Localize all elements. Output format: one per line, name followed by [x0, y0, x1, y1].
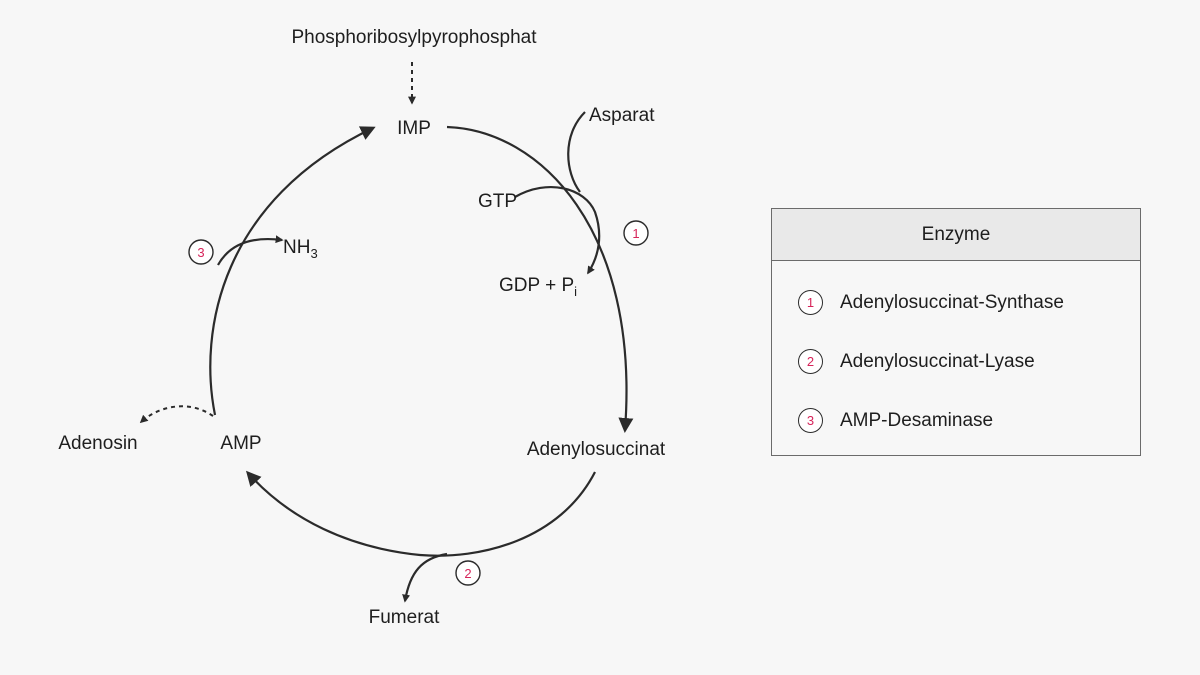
branch-fumerat-out: [402, 552, 448, 603]
legend-number: 1: [798, 290, 823, 315]
branch-nh3-out: [217, 235, 284, 266]
legend-item-3: 3 AMP-Desaminase: [798, 391, 1140, 450]
legend-item-1: 1 Adenylosuccinat-Synthase: [798, 273, 1140, 332]
legend-label: Adenylosuccinat-Synthase: [840, 291, 1064, 313]
svg-text:1: 1: [632, 226, 639, 241]
arc-amp-to-imp: [209, 126, 376, 416]
legend-label: AMP-Desaminase: [840, 409, 994, 431]
label-amp: AMP: [220, 433, 261, 454]
label-nh3: NH3: [283, 237, 318, 261]
label-adenosin: Adenosin: [58, 433, 137, 454]
label-gdp-pi: GDP + Pi: [499, 275, 577, 299]
branch-gtp-to-gdp: [514, 185, 601, 275]
arrow-amp-to-adenosin: [139, 405, 214, 424]
step-badge-1: 1: [623, 220, 649, 246]
step-badge-2: 2: [455, 560, 481, 586]
legend-number: 2: [798, 349, 823, 374]
legend-list: 1 Adenylosuccinat-Synthase 2 Adenylosucc…: [772, 261, 1140, 450]
branch-asparat-in: [567, 111, 586, 193]
step-badge-3: 3: [188, 239, 214, 265]
arc-imp-to-adenylosuccinat: [446, 125, 634, 433]
legend-label: Adenylosuccinat-Lyase: [840, 350, 1035, 372]
legend-title: Enzyme: [772, 209, 1140, 261]
label-imp: IMP: [397, 118, 431, 139]
svg-text:2: 2: [464, 566, 471, 581]
legend-item-2: 2 Adenylosuccinat-Lyase: [798, 332, 1140, 391]
svg-text:3: 3: [197, 245, 204, 260]
arc-adenylosuccinat-to-amp: [246, 470, 596, 557]
legend-number: 3: [798, 408, 823, 433]
label-fumerat: Fumerat: [369, 607, 440, 628]
label-prpp: Phosphoribosylpyrophosphat: [291, 27, 537, 48]
label-adenylosuccinat: Adenylosuccinat: [527, 439, 666, 460]
enzyme-legend: Enzyme 1 Adenylosuccinat-Synthase 2 Aden…: [771, 208, 1141, 456]
label-asparat: Asparat: [589, 105, 655, 126]
label-gtp: GTP: [478, 191, 517, 212]
